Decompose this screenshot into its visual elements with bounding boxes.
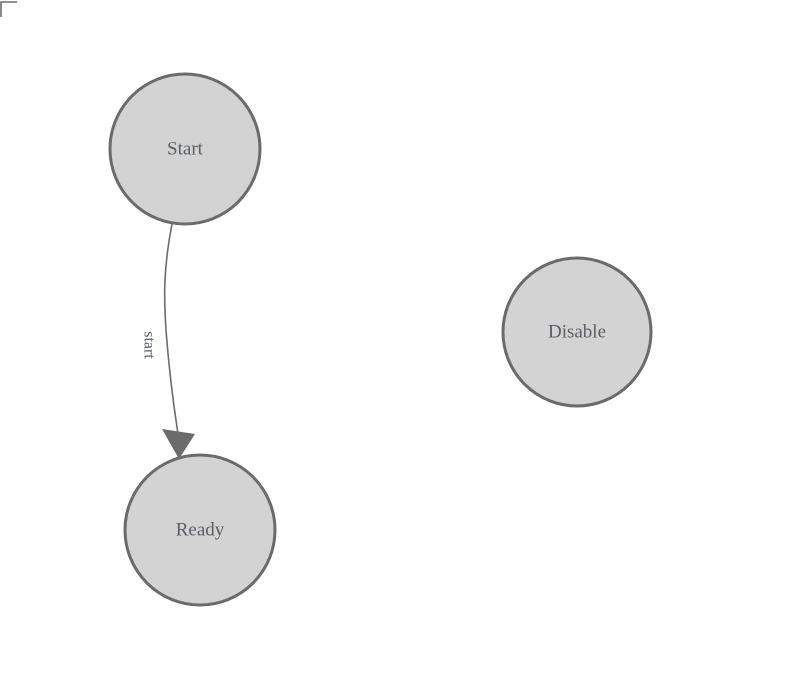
- node-ready[interactable]: Ready: [123, 453, 277, 607]
- edge-label-start: start: [140, 331, 157, 359]
- edge-line[interactable]: [163, 223, 179, 435]
- node-layer: Start Ready Disable: [108, 72, 653, 607]
- node-ready-circle[interactable]: [123, 453, 277, 607]
- node-ready-label: Ready: [176, 519, 225, 540]
- node-disable[interactable]: Disable: [501, 256, 653, 408]
- node-start-circle[interactable]: [108, 72, 262, 226]
- canvas-corner-bracket-icon: [0, 1, 17, 17]
- edge-layer: start: [140, 223, 195, 459]
- node-disable-label: Disable: [548, 321, 606, 342]
- edge-start-to-ready[interactable]: start: [140, 223, 195, 459]
- node-start[interactable]: Start: [108, 72, 262, 226]
- edge-arrowhead-icon: [162, 429, 195, 459]
- node-disable-circle[interactable]: [501, 256, 653, 408]
- node-start-label: Start: [167, 138, 204, 159]
